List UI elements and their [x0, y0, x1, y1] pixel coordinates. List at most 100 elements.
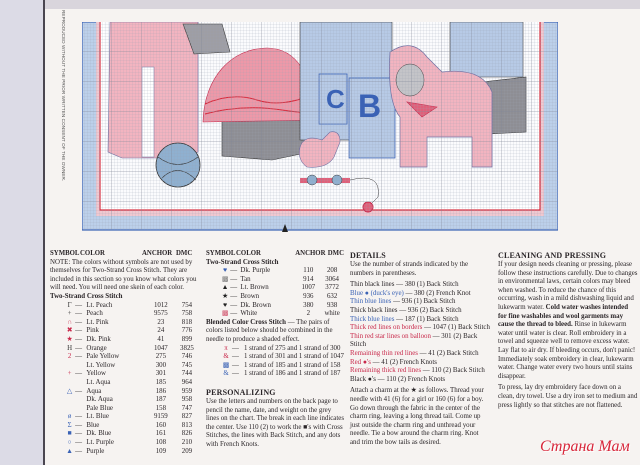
dash: —: [75, 318, 83, 326]
dmc-number: 3772: [325, 284, 339, 292]
dmc-number: 813: [181, 421, 193, 429]
anchor-number: 2: [306, 310, 311, 318]
dmc-number: 209: [181, 447, 193, 455]
blend-text: 1 strand of 185 and 1 strand of 158: [244, 361, 341, 369]
blend-text: 1 strand of 186 and 1 strand of 187: [244, 370, 341, 378]
section-title: Two-Strand Cross Stitch: [50, 292, 123, 300]
block-b-letter: B: [358, 88, 381, 124]
stitch-symbol-icon: H: [67, 344, 73, 352]
color-name: Lt. Peach: [86, 301, 113, 309]
color-name: Lt. Purple: [86, 439, 114, 447]
dmc-number: 958: [181, 396, 193, 404]
dmc-number: 938: [326, 301, 338, 309]
blended-row: &—1 strand of 301 and 1 strand of 1047: [206, 353, 344, 362]
dash: [75, 379, 86, 388]
anchor-number: 301: [155, 370, 167, 378]
center-arrow: [282, 224, 288, 232]
color-name: Lt. Pink: [86, 318, 109, 326]
header-color: COLOR: [80, 250, 105, 257]
anchor-number: 9159: [153, 413, 168, 421]
color-name: Yellow: [86, 370, 106, 378]
detail-value: — 380 (1) Back Stitch: [394, 281, 459, 289]
anchor-number: 23: [157, 318, 165, 326]
stitch-symbol-icon: [64, 405, 75, 414]
dash: —: [75, 430, 83, 438]
cleaning-text-2: Rinse in lukewarm water until water is c…: [498, 321, 636, 380]
color-name: Brown: [240, 292, 260, 300]
detail-value: — 187 (1) Back Stitch: [394, 315, 459, 323]
color-name: Lt. Aqua: [86, 378, 111, 386]
color-key-row: Lt. Aqua 185 964: [50, 379, 200, 388]
header-anchor: ANCHOR: [295, 250, 326, 257]
dash: [75, 396, 86, 405]
blended-row: ▩— 1 strand of 185 and 1 strand of 158: [206, 362, 344, 371]
dash: —: [232, 361, 239, 369]
blend-symbol-icon: ▩: [222, 361, 230, 369]
dash: —: [230, 310, 238, 318]
cross-stitch-chart: C B: [82, 22, 558, 232]
color-name: Dk. Blue: [86, 430, 112, 438]
detail-line: Blue ● (duck's eye) — 380 (2) French Kno…: [350, 290, 490, 299]
color-name: Lt. Blue: [86, 413, 109, 421]
dash: —: [230, 301, 238, 309]
block-c-letter: C: [326, 84, 345, 114]
detail-line: Remaining thick red lines — 110 (2) Back…: [350, 367, 490, 376]
dash: —: [230, 292, 238, 300]
detail-line: Thin red star lines on balloon — 301 (2)…: [350, 333, 490, 350]
dmc-number: 3825: [180, 344, 194, 352]
stitch-symbol-icon: [64, 362, 75, 371]
blended-note: — The pairs of colors listed below shoul…: [206, 318, 333, 343]
stitch-symbol-icon: ∩: [67, 318, 73, 326]
anchor-number: 1012: [153, 301, 168, 309]
dmc-number: 754: [181, 301, 193, 309]
color-name: Dk. Pink: [86, 335, 111, 343]
detail-line: Thick red lines on borders — 1047 (1) Ba…: [350, 324, 490, 333]
detail-label: Blue ● (duck's eye): [350, 289, 404, 297]
header-symbol: SYMBOL: [50, 250, 80, 257]
detail-value: — 936 (1) Back Stitch: [391, 298, 456, 306]
page-edge: [43, 0, 45, 465]
detail-label: Thick red lines on borders: [350, 324, 423, 332]
dash: —: [232, 344, 239, 352]
color-name: Dk. Brown: [240, 301, 271, 309]
blended-row: &—1 strand of 186 and 1 strand of 187: [206, 370, 344, 379]
stitch-symbol-icon: ★: [66, 335, 73, 343]
detail-line: Thick black lines — 936 (2) Back Stitch: [350, 307, 490, 316]
color-name: Tan: [240, 275, 251, 283]
cleaning-column: CLEANING AND PRESSING If your design nee…: [498, 250, 638, 413]
stitch-symbol-icon: 2: [67, 353, 72, 361]
detail-value: — 110 (2) French Knots: [375, 375, 446, 383]
dmc-number: 746: [181, 353, 193, 361]
dash: —: [75, 387, 83, 395]
header-dmc: DMC: [176, 250, 193, 257]
dmc-number: 964: [181, 378, 193, 386]
anchor-number: 158: [155, 404, 167, 412]
header-anchor: ANCHOR: [142, 250, 173, 257]
anchor-number: 187: [155, 396, 167, 404]
details-intro: Use the number of strands indicated by t…: [350, 261, 469, 277]
color-name: Pale Blue: [86, 404, 113, 412]
anchor-number: 185: [155, 378, 167, 386]
scan-top-band: [45, 0, 640, 9]
detail-line: Thin black lines — 380 (1) Back Stitch: [350, 281, 490, 290]
anchor-number: 41: [157, 335, 165, 343]
color-name: Lt. Brown: [240, 284, 269, 292]
dash: —: [230, 275, 238, 283]
detail-label: Black ●'s: [350, 375, 376, 383]
detail-label: Thick black lines: [350, 306, 398, 314]
stitch-symbol-icon: [64, 379, 75, 388]
detail-label: Remaining thin red lines: [350, 349, 418, 357]
dmc-number: 959: [181, 387, 193, 395]
dmc-number: white: [324, 310, 340, 318]
